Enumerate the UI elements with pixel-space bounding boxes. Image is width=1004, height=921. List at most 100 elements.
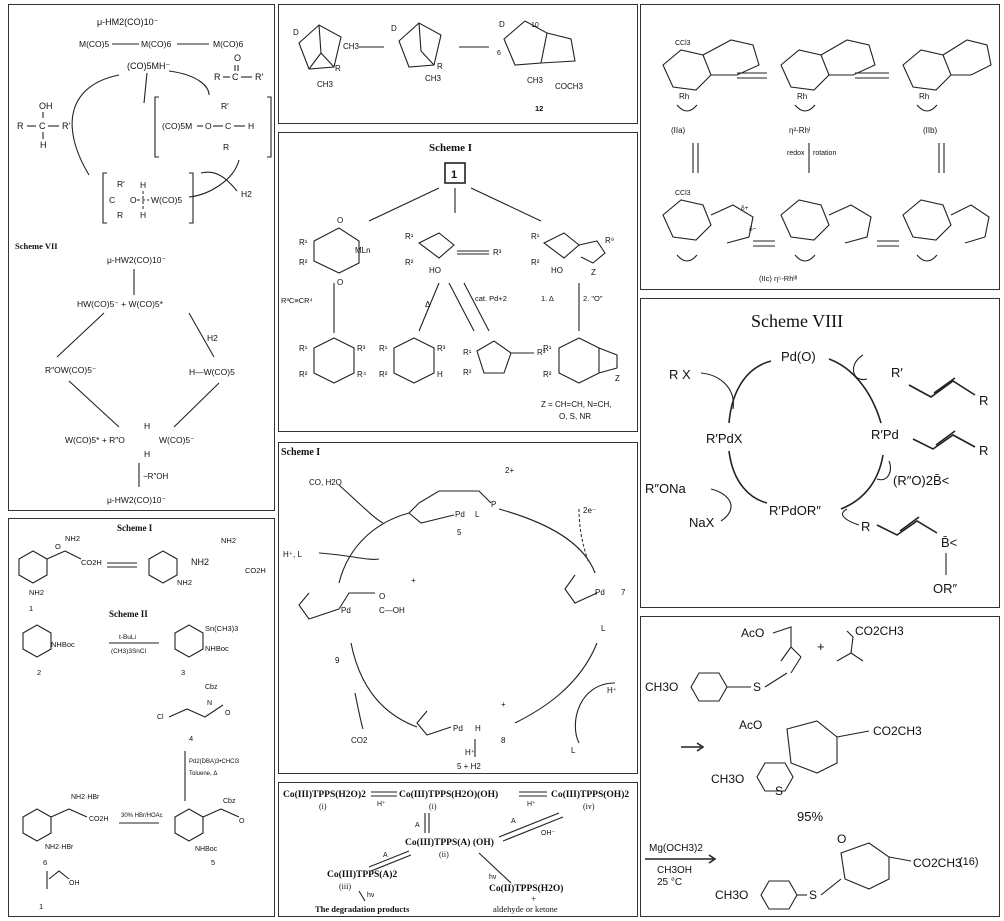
label: μ-HW2(CO)10⁻	[107, 255, 166, 265]
species-label: (i)	[429, 802, 437, 811]
label: Sn(CH3)3	[205, 624, 238, 633]
species: Co(III)TPPS(OH)2	[551, 789, 629, 800]
panel-scheme-viii: Scheme VIII Pd(O) R X R′ R R′PdX R′Pd R …	[640, 298, 1000, 608]
label: H	[140, 180, 146, 190]
species-label: (iii)	[339, 882, 351, 891]
cobalt-diagram: Co(III)TPPS(H2O)2 (i) H⁺ Co(III)TPPS(H2O…	[283, 789, 629, 914]
label: t-BuLi	[119, 634, 136, 641]
label: 6	[497, 50, 501, 57]
label: R¹	[405, 232, 414, 241]
label: HW(CO)5⁻ + W(CO)5*	[77, 299, 164, 309]
label: R′	[62, 121, 70, 131]
label: NH2	[191, 557, 209, 567]
label: R³	[437, 344, 446, 353]
panel-scheme-vii: μ-HM2(CO)10⁻ M(CO)5 M(CO)6 M(CO)6 (CO)5M…	[8, 4, 275, 511]
panel-scheme-i-ii-kynurenine: Scheme I NH2 O CO2H NH2 1 NH2 NH2 NH2 CO…	[8, 518, 275, 917]
label: R′	[255, 72, 263, 82]
label: R	[437, 62, 443, 71]
label: CO2H	[89, 816, 108, 823]
label: R¹	[379, 344, 388, 353]
species: Co(III)TPPS(H2O)2	[283, 789, 366, 800]
species: The degradation products	[315, 904, 410, 914]
label: CO2H	[81, 558, 102, 567]
label: MLn	[355, 246, 371, 255]
label: μ-HW2(CO)10⁻	[107, 495, 166, 505]
label: C	[225, 121, 231, 131]
label: Rh	[919, 92, 929, 101]
label: 4	[189, 734, 193, 743]
label: CO2	[351, 736, 368, 745]
label: N	[207, 700, 212, 707]
panel-rh-complexes: Rh Rh Rh CCl3 CCl3 (IIa) η²-Rhᴵ (IIb) re…	[640, 4, 1000, 290]
label: OH	[39, 101, 53, 111]
label: COCH3	[555, 82, 584, 91]
label: 1	[29, 604, 33, 613]
label: (IIc) η⁵-Rhᴵᴵᴵ	[759, 274, 797, 283]
label: OH	[69, 880, 80, 887]
label: H	[40, 140, 47, 150]
label: CO2CH3	[913, 856, 962, 870]
label: (CH3)3SnCl	[111, 648, 147, 655]
label: CO2CH3	[873, 724, 922, 738]
arrow-label: A	[415, 822, 420, 829]
label: S	[809, 888, 817, 902]
label: R″ONa	[645, 481, 686, 496]
species: Co(III)TPPS(A) (OH)	[405, 837, 494, 848]
panel-norbornane: D CH3 R CH3 D R CH3 D 10 6 COCH3 CH3 12	[278, 4, 638, 124]
label: 5	[211, 858, 215, 867]
scheme-title: Scheme I	[117, 523, 153, 533]
label: NH2	[29, 588, 44, 597]
kynurenine-diagram: Scheme I NH2 O CO2H NH2 1 NH2 NH2 NH2 CO…	[18, 523, 266, 911]
label: 2	[37, 668, 41, 677]
species: Co(III)TPPS(H2O)(OH)	[399, 789, 498, 800]
label: Pd	[455, 510, 465, 519]
label: O, S, NR	[559, 412, 591, 421]
label: 3	[181, 668, 185, 677]
label: 6	[43, 858, 47, 867]
label: (R″O)2B̄<	[893, 473, 949, 488]
label: R′PdOR″	[769, 503, 821, 518]
label: NaX	[689, 515, 715, 530]
label: R′Pd	[871, 427, 899, 442]
label: μ-HM2(CO)10⁻	[97, 17, 159, 27]
species-label: (iv)	[583, 802, 595, 811]
label: Toluene, Δ	[189, 771, 217, 777]
label: Pd	[341, 606, 351, 615]
label: 95%	[797, 809, 823, 824]
label: O	[130, 195, 137, 205]
label: H	[248, 121, 254, 131]
arrow-label: OH⁻	[541, 830, 556, 837]
label: (IIa)	[671, 126, 686, 135]
label: R	[979, 393, 988, 408]
label: S	[753, 680, 761, 694]
label: δ+	[741, 205, 749, 212]
label: H⁺, L	[283, 550, 302, 559]
label: CH3	[425, 74, 442, 83]
label: R′	[221, 101, 229, 111]
label: (16)	[959, 856, 979, 868]
label: O	[837, 832, 846, 846]
label: S	[775, 784, 783, 798]
label: CH3	[527, 76, 544, 85]
label: R	[214, 72, 221, 82]
label: redox	[787, 150, 805, 157]
label: δ−	[749, 226, 757, 233]
arrow-label: A	[383, 852, 388, 859]
label: R²	[379, 370, 388, 379]
label: 8	[501, 736, 506, 745]
label: 2+	[505, 466, 514, 475]
scheme-label: Scheme VII	[15, 241, 58, 251]
label: CO, H2O	[309, 478, 342, 487]
label: CO2CH3	[855, 624, 904, 638]
quinone-diagram: Scheme I 1 R¹ R² MLn O O R¹ R² HO R³ R¹ …	[281, 142, 620, 421]
label: 5	[457, 528, 462, 537]
label: R¹	[299, 238, 308, 247]
label: (CO)5MH⁻	[127, 61, 170, 71]
label: (IIb)	[923, 126, 938, 135]
label: NHBoc	[51, 640, 75, 649]
species: Co(III)TPPS(A)2	[327, 869, 397, 880]
label: +	[501, 700, 506, 709]
label: M(CO)6	[141, 39, 171, 49]
label: NH2	[177, 578, 192, 587]
label: R³	[537, 348, 546, 357]
